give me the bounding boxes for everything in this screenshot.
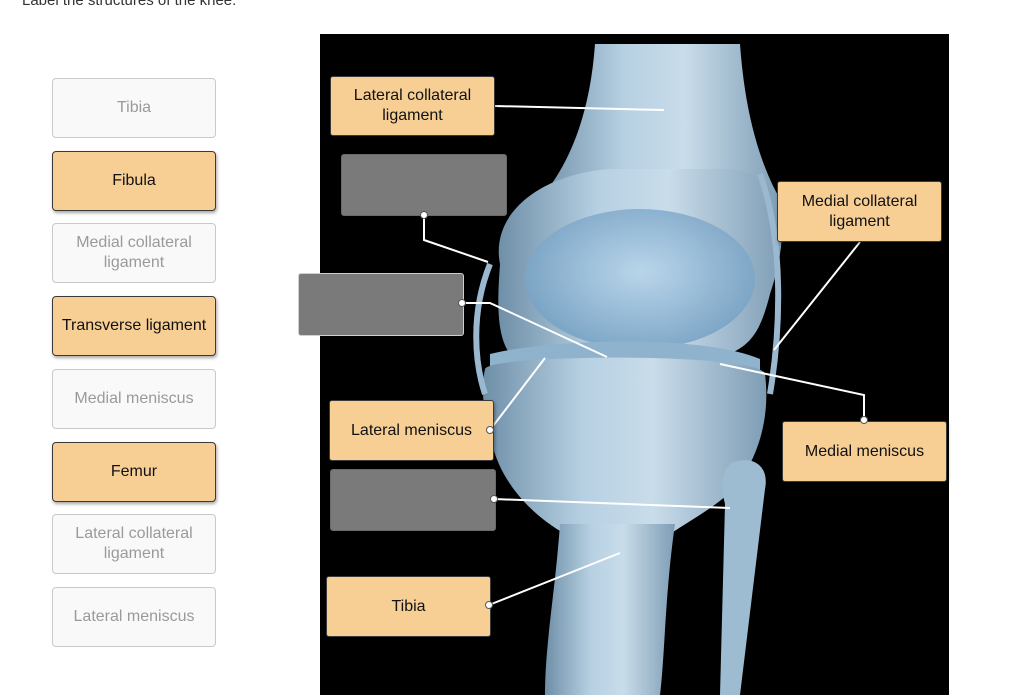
connector-dot	[490, 495, 498, 503]
drop-target-medial-meniscus[interactable]: Medial meniscus	[782, 421, 947, 482]
bank-chip-femur[interactable]: Femur	[52, 442, 216, 502]
drop-target-empty-2[interactable]	[298, 273, 464, 336]
tibia-head	[483, 357, 767, 534]
drop-target-empty-3[interactable]	[330, 469, 496, 531]
knee-illustration	[473, 44, 783, 695]
drop-target-empty-1[interactable]	[341, 154, 507, 216]
drop-target-lateral-meniscus[interactable]: Lateral meniscus	[329, 400, 494, 461]
bank-chip-lateral-meniscus[interactable]: Lateral meniscus	[52, 587, 216, 647]
patella	[525, 209, 755, 349]
connector-dot	[458, 299, 466, 307]
bank-chip-transverse-ligament[interactable]: Transverse ligament	[52, 296, 216, 356]
bank-chip-lateral-collateral-ligament[interactable]: Lateral collateral ligament	[52, 514, 216, 574]
bank-chip-tibia[interactable]: Tibia	[52, 78, 216, 138]
connector-dot	[420, 211, 428, 219]
bank-chip-fibula[interactable]: Fibula	[52, 151, 216, 211]
fibula	[720, 460, 766, 695]
drop-target-lateral-collateral[interactable]: Lateral collateral ligament	[330, 76, 495, 136]
bank-chip-medial-meniscus[interactable]: Medial meniscus	[52, 369, 216, 429]
bank-chip-medial-collateral-ligament[interactable]: Medial collateral ligament	[52, 223, 216, 283]
drop-target-medial-collateral[interactable]: Medial collateral ligament	[777, 181, 942, 242]
connector-dot	[860, 416, 868, 424]
drop-target-tibia[interactable]: Tibia	[326, 576, 491, 637]
instruction-text: Label the structures of the knee.	[22, 0, 237, 9]
connector-dot	[486, 426, 494, 434]
connector-dot	[485, 601, 493, 609]
tibia-shaft	[545, 524, 675, 695]
